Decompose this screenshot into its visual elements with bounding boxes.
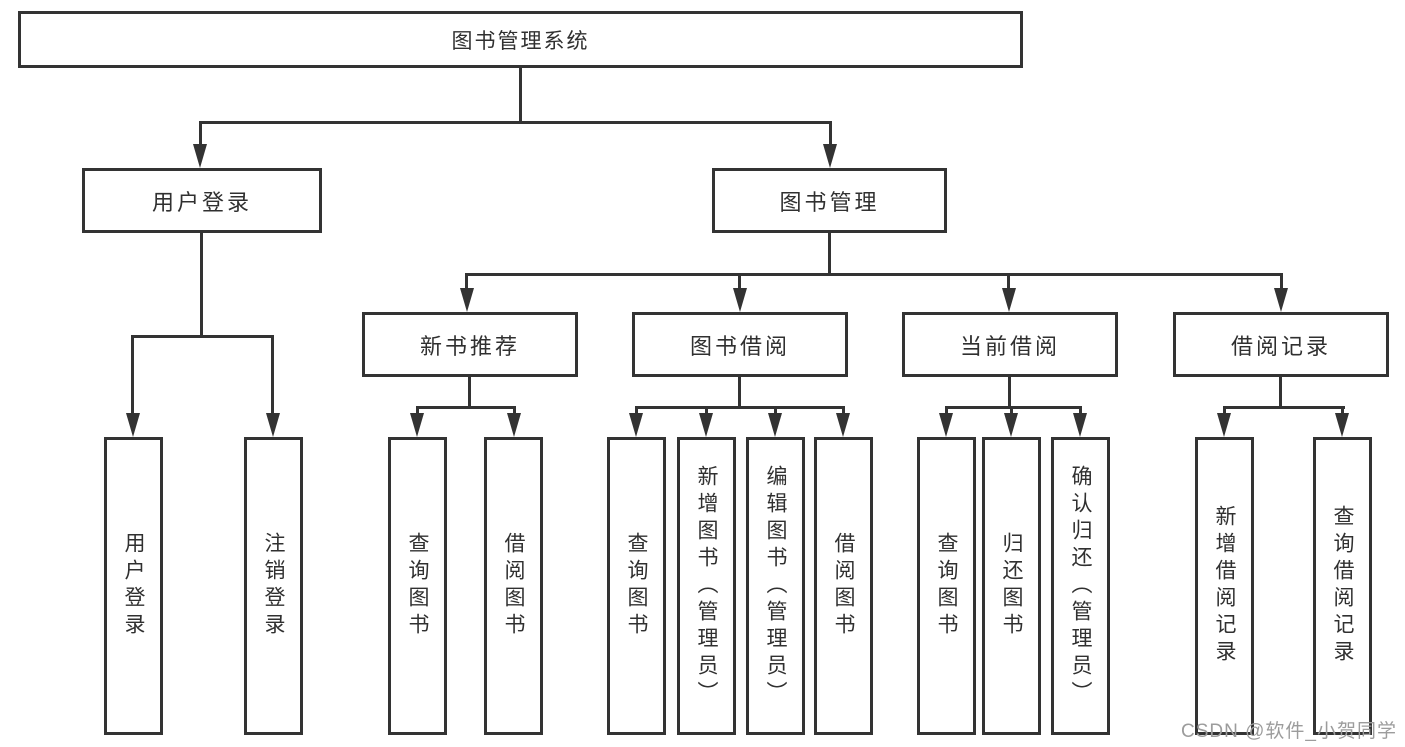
leaf-borrow-books-recommend: 借阅图书: [484, 437, 543, 735]
node-new-book-recommend: 新书推荐: [362, 312, 578, 377]
connector-line: [738, 273, 741, 291]
arrow-down-icon: [768, 413, 782, 437]
arrow-down-icon: [1274, 288, 1288, 312]
node-label: 图书管理: [779, 189, 880, 215]
connector-line: [945, 406, 948, 416]
node-book-management: 图书管理: [712, 168, 947, 233]
arrow-down-icon: [266, 413, 280, 437]
connector-line: [519, 68, 522, 124]
connector-line: [828, 233, 831, 276]
node-library-management-system: 图书管理系统: [18, 11, 1023, 68]
connector-line: [465, 273, 1283, 276]
node-label: 图书管理系统: [451, 29, 590, 53]
connector-line: [829, 121, 832, 147]
leaf-query-books-recommend: 查询图书: [388, 437, 447, 735]
leaf-label: 新增图书（管理员）: [695, 464, 718, 708]
node-user-login: 用户登录: [82, 168, 322, 233]
connector-line: [1010, 406, 1013, 416]
arrow-down-icon: [1073, 413, 1087, 437]
arrow-down-icon: [699, 413, 713, 437]
connector-line: [774, 406, 777, 416]
leaf-query-borrow-record: 查询借阅记录: [1313, 437, 1372, 735]
connector-line: [131, 335, 273, 338]
node-borrowing-records: 借阅记录: [1173, 312, 1389, 377]
leaf-user-login: 用户登录: [104, 437, 163, 735]
connector-line: [738, 377, 741, 409]
connector-line: [1280, 273, 1283, 291]
connector-line: [513, 406, 516, 416]
arrow-down-icon: [507, 413, 521, 437]
leaf-label: 注销登录: [262, 532, 285, 640]
leaf-query-books-current: 查询图书: [917, 437, 976, 735]
node-label: 图书借阅: [689, 333, 790, 359]
node-label: 借阅记录: [1230, 333, 1331, 359]
leaf-label: 查询图书: [625, 532, 648, 640]
arrow-down-icon: [836, 413, 850, 437]
arrow-down-icon: [410, 413, 424, 437]
connector-line: [945, 406, 1082, 409]
leaf-query-books-borrowing: 查询图书: [607, 437, 666, 735]
leaf-label: 借阅图书: [502, 532, 525, 640]
arrow-down-icon: [733, 288, 747, 312]
connector-line: [416, 406, 419, 416]
connector-line: [416, 406, 516, 409]
connector-line: [1341, 406, 1344, 416]
leaf-confirm-return-admin: 确认归还（管理员）: [1051, 437, 1110, 735]
node-book-borrowing: 图书借阅: [632, 312, 848, 377]
leaf-label: 借阅图书: [832, 532, 855, 640]
arrow-down-icon: [939, 413, 953, 437]
leaf-label: 编辑图书（管理员）: [764, 464, 787, 708]
connector-line: [842, 406, 845, 416]
arrow-down-icon: [193, 144, 207, 168]
arrow-down-icon: [126, 413, 140, 437]
connector-line: [1007, 273, 1010, 291]
connector-line: [1008, 377, 1011, 409]
connector-line: [1079, 406, 1082, 416]
leaf-add-books-admin: 新增图书（管理员）: [677, 437, 736, 735]
leaf-label: 归还图书: [1000, 532, 1023, 640]
node-label: 用户登录: [151, 189, 252, 215]
arrow-down-icon: [1217, 413, 1231, 437]
arrow-down-icon: [629, 413, 643, 437]
connector-line: [131, 335, 134, 417]
leaf-label: 查询图书: [406, 532, 429, 640]
leaf-label: 用户登录: [122, 532, 145, 640]
connector-line: [271, 335, 274, 417]
connector-line: [1223, 406, 1345, 409]
leaf-edit-books-admin: 编辑图书（管理员）: [746, 437, 805, 735]
arrow-down-icon: [460, 288, 474, 312]
arrow-down-icon: [1335, 413, 1349, 437]
connector-line: [199, 121, 832, 124]
connector-line: [468, 377, 471, 409]
arrow-down-icon: [1002, 288, 1016, 312]
leaf-label: 确认归还（管理员）: [1069, 464, 1092, 708]
connector-line: [635, 406, 638, 416]
node-label: 新书推荐: [419, 333, 520, 359]
leaf-logout: 注销登录: [244, 437, 303, 735]
connector-line: [635, 406, 845, 409]
leaf-label: 查询图书: [935, 532, 958, 640]
leaf-add-borrow-record: 新增借阅记录: [1195, 437, 1254, 735]
node-label: 当前借阅: [959, 333, 1060, 359]
arrow-down-icon: [1004, 413, 1018, 437]
leaf-label: 查询借阅记录: [1331, 505, 1354, 667]
connector-line: [200, 233, 203, 338]
leaf-label: 新增借阅记录: [1213, 505, 1236, 667]
csdn-watermark: CSDN @软件_小贺同学: [1181, 721, 1397, 742]
node-current-borrowing: 当前借阅: [902, 312, 1118, 377]
connector-line: [705, 406, 708, 416]
connector-line: [1279, 377, 1282, 409]
leaf-return-books: 归还图书: [982, 437, 1041, 735]
arrow-down-icon: [823, 144, 837, 168]
connector-line: [465, 273, 468, 291]
connector-line: [199, 121, 202, 147]
leaf-borrow-books: 借阅图书: [814, 437, 873, 735]
connector-line: [1223, 406, 1226, 416]
